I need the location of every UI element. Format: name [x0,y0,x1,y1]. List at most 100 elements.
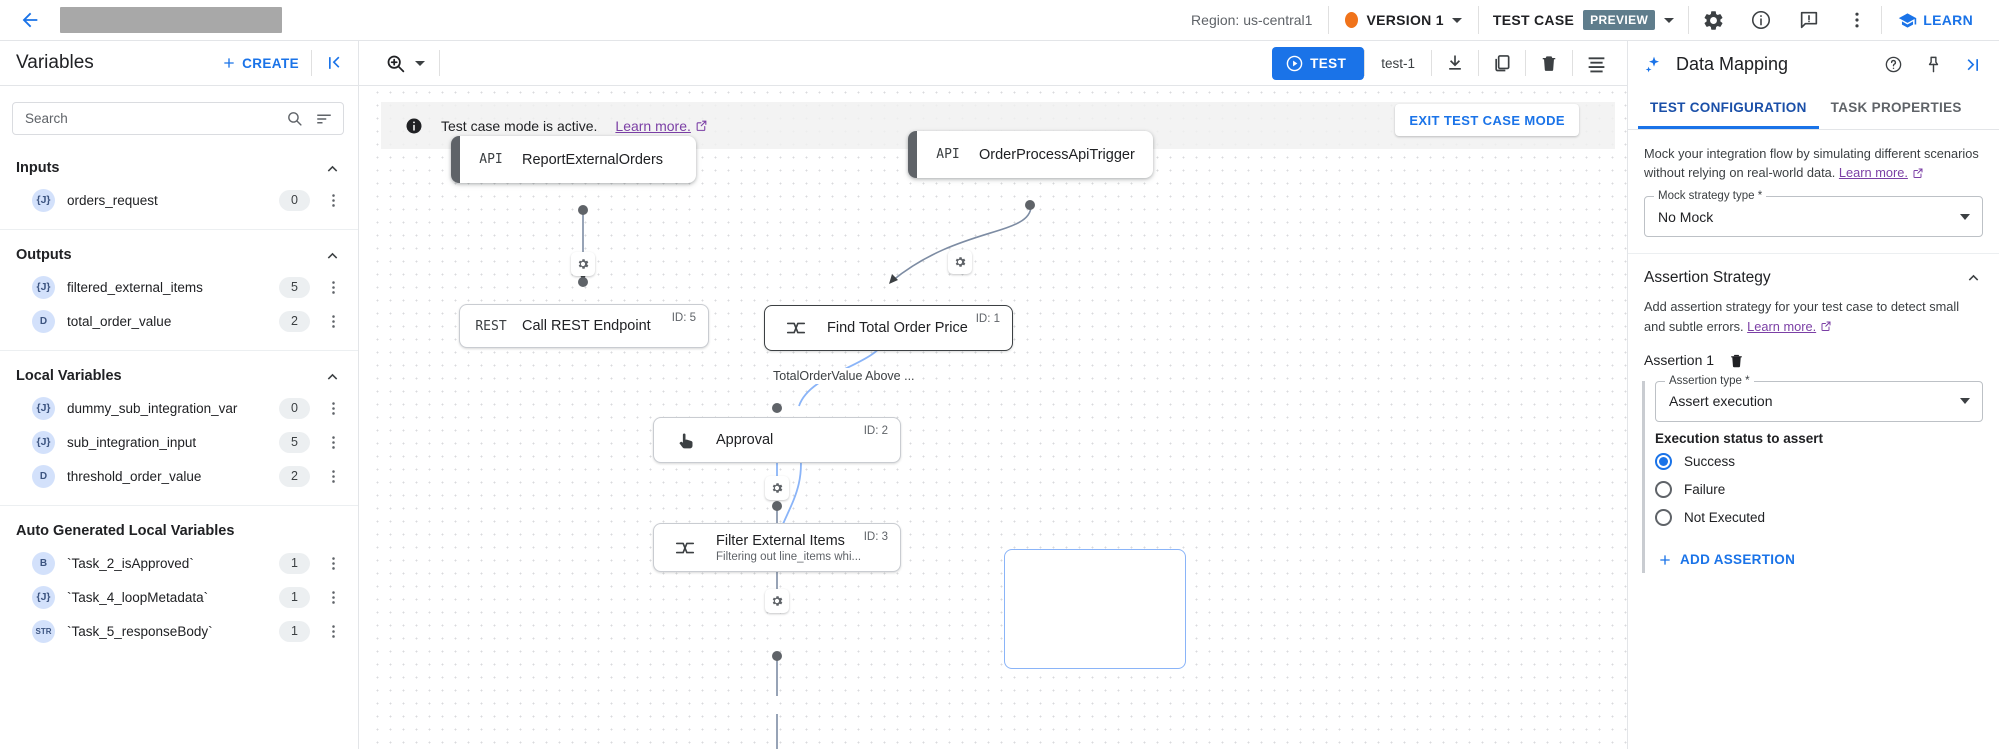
duplicate-button[interactable] [1479,41,1525,86]
edge-config-gear-icon[interactable] [948,250,972,274]
variable-row[interactable]: {J} filtered_external_items 5 [0,270,358,304]
radio-button[interactable] [1655,481,1672,499]
radio-option-success[interactable]: Success [1655,450,1983,474]
variable-row[interactable]: D total_order_value 2 [0,304,358,338]
download-button[interactable] [1432,41,1478,86]
radio-option-failure[interactable]: Failure [1655,478,1983,502]
radio-button[interactable] [1655,509,1672,527]
back-arrow-icon[interactable] [8,9,52,31]
variable-row[interactable]: D threshold_order_value 2 [0,459,358,493]
variable-more-icon[interactable] [322,623,344,640]
assertion-learn-more-link[interactable]: Learn more. [1747,317,1832,336]
info-button[interactable] [1737,0,1785,41]
chevron-down-icon [1960,398,1970,405]
banner-learn-more-link[interactable]: Learn more. [615,118,707,134]
flow-node-find-total-order-price[interactable]: Find Total Order Price ID: 1 [764,305,1013,351]
test-list-button[interactable] [1573,41,1619,86]
mock-strategy-section: Mock your integration flow by simulating… [1628,130,1999,255]
chevron-up-icon [323,367,342,386]
search-area [0,86,358,143]
run-test-button[interactable]: TEST [1272,46,1365,80]
add-assertion-button[interactable]: ADD ASSERTION [1655,548,1797,572]
variable-row[interactable]: {J} orders_request 0 [0,183,358,217]
mock-strategy-type-select[interactable]: Mock strategy type * No Mock [1644,190,1983,238]
sort-icon[interactable] [311,110,333,128]
variable-more-icon[interactable] [322,313,344,330]
delete-test-button[interactable] [1526,41,1572,86]
assertion-description-text: Add assertion strategy for your test cas… [1644,299,1960,334]
assertion-section-header[interactable]: Assertion Strategy [1644,268,1983,287]
learn-button[interactable]: LEARN [1882,11,1991,30]
help-circle-icon[interactable] [1879,47,1907,83]
variable-more-icon[interactable] [322,589,344,606]
radio-button[interactable] [1655,453,1672,471]
test-name-label: test-1 [1381,55,1415,71]
variable-more-icon[interactable] [322,400,344,417]
variable-more-icon[interactable] [322,434,344,451]
variable-type-badge: {J} [32,396,55,420]
radio-option-not-executed[interactable]: Not Executed [1655,506,1983,530]
variables-list[interactable]: Inputs {J} orders_request 0 [0,143,358,749]
variable-more-icon[interactable] [322,555,344,572]
edge-config-gear-icon[interactable] [571,252,595,276]
create-variable-button[interactable]: CREATE [221,55,299,71]
canvas-stage[interactable]: Test case mode is active. Learn more. EX… [359,86,1627,749]
variables-panel-header: Variables CREATE [0,41,358,86]
variable-more-icon[interactable] [322,279,344,296]
tab-task-properties[interactable]: TASK PROPERTIES [1830,100,1962,115]
more-options-button[interactable] [1833,0,1881,41]
variable-row[interactable]: {J} dummy_sub_integration_var 0 [0,391,358,425]
selected-node-outline[interactable] [1004,549,1186,669]
search-box[interactable] [12,102,344,135]
settings-button[interactable] [1689,0,1737,41]
assertion-type-select[interactable]: Assertion type * Assert execution [1655,374,1983,422]
mock-strategy-type-label: Mock strategy type * [1654,190,1767,203]
collapse-left-panel-button[interactable] [324,53,344,73]
flow-node-filter-external-items[interactable]: Filter External Items Filtering out line… [653,523,901,572]
variable-row[interactable]: STR `Task_5_responseBody` 1 [0,614,358,648]
variable-type-badge: D [32,309,55,333]
banner-text: Test case mode is active. [441,117,598,134]
learn-label: LEARN [1923,12,1973,28]
flow-node-order-process-api-trigger[interactable]: API OrderProcessApiTrigger [908,131,1153,178]
main-body: Variables CREATE [0,41,1999,749]
node-id: ID: 5 [671,312,696,324]
assertion-delete-icon[interactable] [1728,352,1745,369]
zoom-control[interactable] [367,53,439,74]
exit-test-case-mode-button[interactable]: EXIT TEST CASE MODE [1395,104,1579,136]
flow-canvas[interactable]: TEST test-1 [359,41,1627,749]
edge-config-gear-icon[interactable] [765,476,789,500]
radio-label: Not Executed [1684,510,1766,526]
chevron-up-icon [323,246,342,265]
section-header[interactable]: Outputs [0,240,358,270]
collapse-right-panel-icon[interactable] [1959,47,1987,83]
chevron-up-icon [1964,268,1983,287]
mock-description-text: Mock your integration flow by simulating… [1644,146,1979,181]
variable-row[interactable]: {J} `Task_4_loopMetadata` 1 [0,580,358,614]
edge-config-gear-icon[interactable] [765,589,789,613]
flow-node-report-external-orders[interactable]: API ReportExternalOrders [451,136,696,183]
variable-more-icon[interactable] [322,192,344,209]
panel-body[interactable]: Mock your integration flow by simulating… [1628,130,1999,749]
section-header[interactable]: Inputs [0,153,358,183]
version-selector[interactable]: VERSION 1 [1329,2,1477,38]
flow-node-approval[interactable]: Approval ID: 2 [653,417,901,463]
node-subtitle: Filtering out line_items whi... [716,550,862,563]
flow-node-call-rest-endpoint[interactable]: REST Call REST Endpoint ID: 5 [459,304,709,348]
section-header[interactable]: Local Variables [0,361,358,391]
feedback-button[interactable] [1785,0,1833,41]
mock-learn-more-link[interactable]: Learn more. [1839,163,1924,182]
edge-condition-label[interactable]: TotalOrderValue Above ... [769,368,919,384]
search-input[interactable] [25,111,278,126]
section-header[interactable]: Auto Generated Local Variables [0,516,358,546]
tab-test-configuration[interactable]: TEST CONFIGURATION [1638,88,1819,129]
variable-row[interactable]: {J} sub_integration_input 5 [0,425,358,459]
node-text: Approval [716,432,886,448]
test-case-selector[interactable]: TEST CASE PREVIEW [1479,2,1688,38]
variable-more-icon[interactable] [322,468,344,485]
pin-icon[interactable] [1919,47,1947,83]
variables-section-local: Local Variables {J} dummy_sub_integratio… [0,351,358,506]
variable-name: threshold_order_value [67,468,202,484]
variable-row[interactable]: B `Task_2_isApproved` 1 [0,546,358,580]
